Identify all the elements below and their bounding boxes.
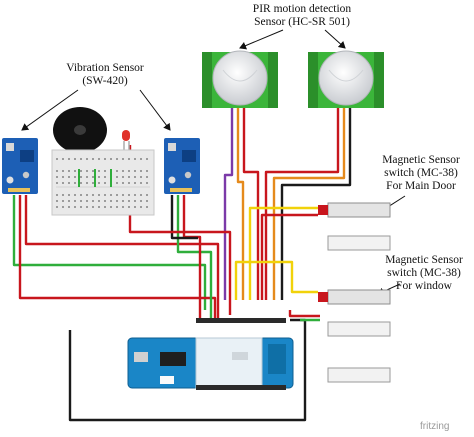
pir-sensor-label: PIR motion detection Sensor (HC-SR 501) bbox=[232, 3, 372, 29]
magnetic-window-label: Magnetic Sensor switch (MC-38) For windo… bbox=[374, 254, 474, 293]
mag-door-line3: For Main Door bbox=[386, 180, 456, 192]
vibration-label-line1: Vibration Sensor bbox=[66, 62, 144, 74]
mag-window-line2: switch (MC-38) bbox=[387, 267, 461, 279]
pir-label-line2: Sensor (HC-SR 501) bbox=[254, 16, 350, 28]
mag-window-line3: For window bbox=[396, 280, 452, 292]
reed-switch-door bbox=[318, 202, 391, 218]
fritzing-brand: fritzing bbox=[420, 421, 450, 432]
reed-switch-window bbox=[318, 289, 391, 305]
callout-arrows bbox=[21, 29, 406, 296]
reed-magnet-door bbox=[327, 235, 391, 251]
mag-door-line1: Magnetic Sensor bbox=[382, 154, 460, 166]
vibration-sensor-left bbox=[2, 138, 38, 194]
mag-window-line1: Magnetic Sensor bbox=[385, 254, 463, 266]
reed-magnet-window bbox=[327, 321, 391, 383]
breadboard-icon bbox=[51, 149, 155, 216]
pir-sensor-2 bbox=[308, 50, 384, 108]
arduino-mkr-board bbox=[127, 318, 294, 390]
mag-door-line2: switch (MC-38) bbox=[384, 167, 458, 179]
pir-label-line1: PIR motion detection bbox=[252, 3, 352, 15]
pir-sensor-1 bbox=[202, 50, 278, 108]
magnetic-door-label: Magnetic Sensor switch (MC-38) For Main … bbox=[370, 154, 472, 193]
vibration-sensor-label: Vibration Sensor (SW-420) bbox=[50, 62, 160, 88]
vibration-label-line2: (SW-420) bbox=[82, 75, 128, 87]
vibration-sensor-right bbox=[164, 138, 200, 194]
